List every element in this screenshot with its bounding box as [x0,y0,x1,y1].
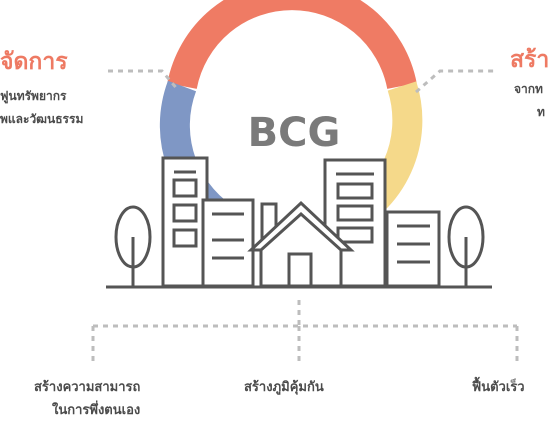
tree-icon [114,205,152,286]
left-connector [108,69,180,91]
left-text-line2: พและวัฒนธรรม [0,112,84,126]
right-connector [415,69,498,94]
building-icon [161,156,209,288]
building-icon [385,210,441,288]
bottom-label-self-reliance: สร้างความสามารถ [34,380,141,395]
bottom-label-recovery: ฟื้นตัวเร็ว [472,380,525,395]
house-icon [247,200,355,288]
tree-icon [447,205,485,286]
ring-segment-top [167,0,417,90]
right-title: สร้า [510,47,550,73]
left-title: จัดการ [0,49,68,75]
center-label: BCG [248,110,341,156]
right-text-line1: จากท [514,82,543,96]
right-text-line2: ท [537,105,545,119]
left-text-line1: ฟูนทรัพยากร [0,89,67,103]
building-icon [323,158,387,288]
building-icon [201,198,255,288]
bottom-connector [91,300,519,362]
bottom-label-self-reliance-line2: ในการพึ่งตนเอง [52,403,141,418]
bottom-label-immunity: สร้างภูมิคุ้มกัน [244,380,324,395]
